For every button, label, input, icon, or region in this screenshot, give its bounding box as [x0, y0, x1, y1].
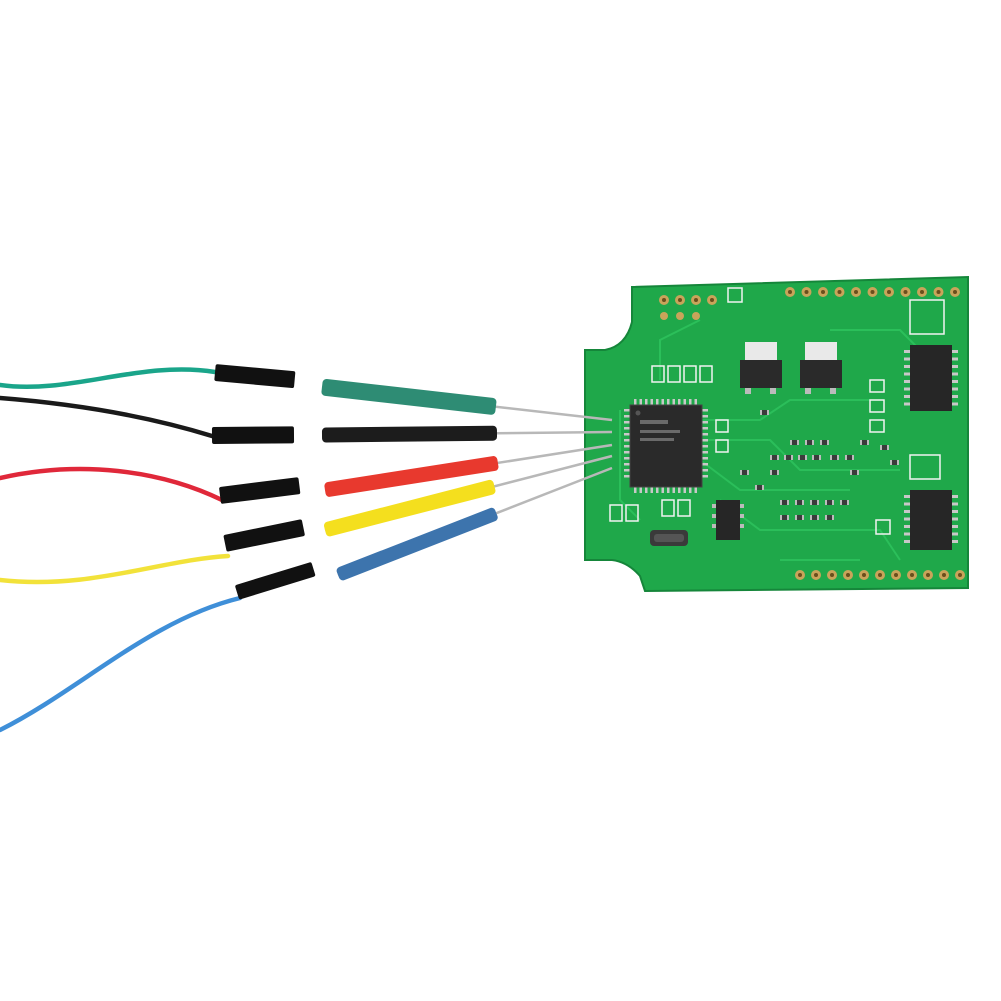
wire-sleeve-blue	[336, 507, 498, 581]
wire-black	[0, 395, 613, 444]
wire-connector-blue	[235, 562, 316, 600]
wire-connector-black	[211, 426, 295, 444]
microcontroller-pins	[624, 399, 708, 493]
voltage-regulator-2	[800, 342, 842, 394]
wire-sleeve-green	[321, 378, 497, 415]
bottom-header-pads	[795, 570, 965, 580]
top-header-pads	[785, 287, 960, 297]
wire-cable-yellow	[0, 553, 231, 585]
wire-sleeve-yellow	[323, 479, 496, 537]
wire-sleeve-black	[321, 425, 498, 443]
board-outline	[584, 275, 969, 593]
programming-pads	[659, 295, 717, 320]
circuit-board	[584, 275, 969, 593]
wire-cable-green	[0, 367, 218, 390]
wire-yellow	[0, 454, 613, 585]
microcontroller-chip	[624, 399, 708, 493]
wire-connector-green	[214, 364, 296, 389]
wire-cable-black	[0, 395, 215, 439]
ic-chip-small	[712, 500, 744, 540]
wire-cable-red	[0, 466, 225, 503]
silkscreen-markings	[609, 287, 945, 535]
voltage-regulator-1	[740, 342, 782, 394]
wire-cable-blue	[0, 595, 243, 733]
ic-chip-upper	[904, 345, 958, 411]
jumper-wires	[0, 364, 613, 733]
wire-connector-red	[219, 477, 301, 504]
wire-sleeve-red	[324, 456, 499, 497]
wire-green	[0, 364, 613, 422]
crystal-oscillator	[650, 530, 688, 546]
wire-red	[0, 443, 613, 504]
chip-marking	[640, 420, 680, 441]
wire-blue	[0, 466, 613, 733]
ic-chip-lower	[904, 490, 958, 550]
passive-components	[740, 410, 899, 520]
wire-connector-yellow	[223, 519, 305, 552]
